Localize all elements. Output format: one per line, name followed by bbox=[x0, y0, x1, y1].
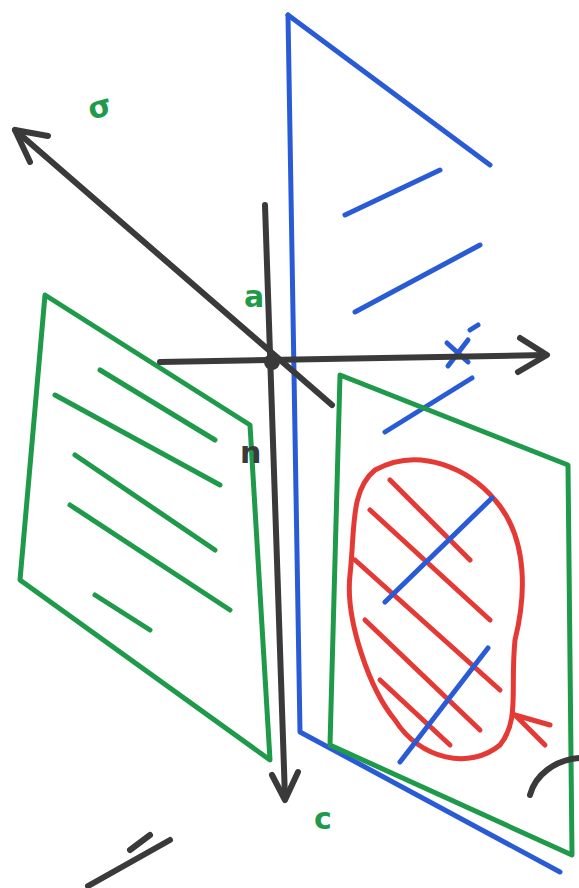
axis-label: n bbox=[240, 438, 261, 468]
axes bbox=[15, 130, 579, 886]
origin-dot bbox=[264, 354, 280, 370]
axis-label: c bbox=[314, 804, 332, 834]
axis-label: a bbox=[244, 282, 264, 312]
blue-trace bbox=[385, 498, 492, 762]
red-region bbox=[349, 460, 550, 759]
axis-label: σ bbox=[85, 89, 115, 124]
green-plane-left bbox=[20, 295, 270, 760]
